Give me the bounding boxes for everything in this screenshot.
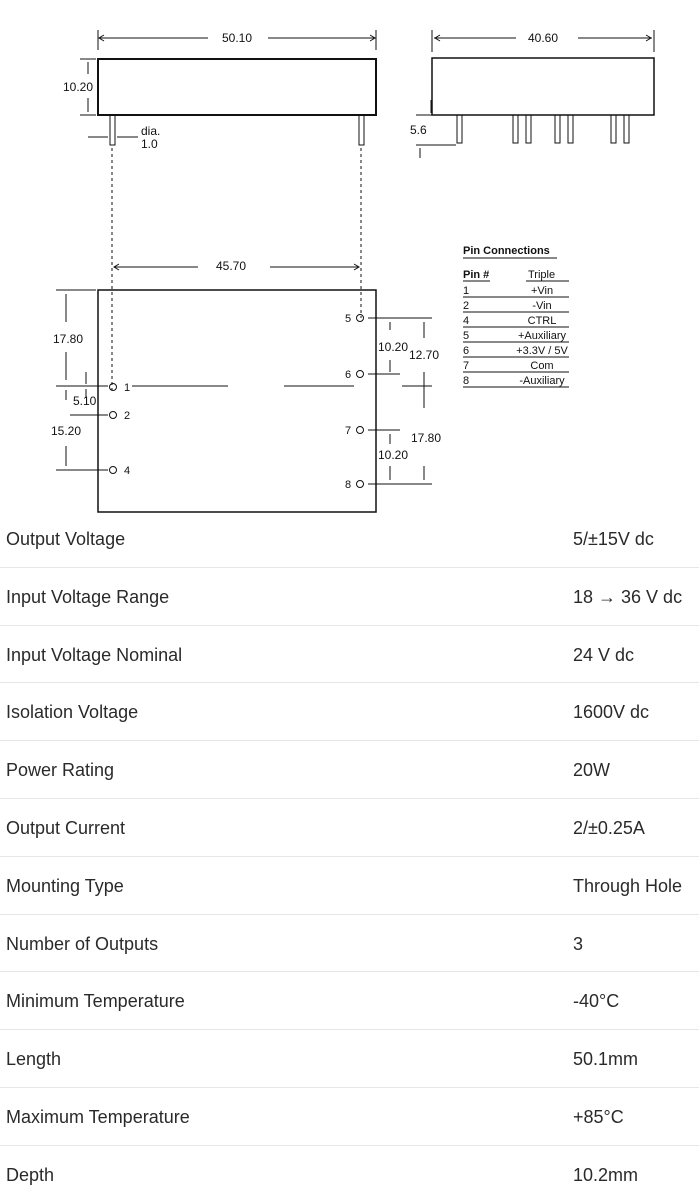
- pin-label-2: 2: [124, 410, 130, 422]
- spec-row: Depth 10.2mm: [0, 1146, 699, 1204]
- spec-row: Number of Outputs 3: [0, 915, 699, 973]
- spec-value: 24 V dc: [573, 644, 635, 665]
- pin-2-hole: [109, 411, 117, 419]
- pin-table-row-pin: 7: [463, 360, 469, 372]
- dim-pin-span: 45.70: [216, 259, 246, 273]
- pin-4-hole: [109, 466, 117, 474]
- pin-6-hole: [356, 370, 364, 378]
- pin-table-header-pin: Pin #: [463, 269, 489, 281]
- pin-table-row-function: +3.3V / 5V: [516, 345, 568, 357]
- pin-8-hole: [356, 480, 364, 488]
- pin-table-row-pin: 1: [463, 285, 469, 297]
- dim-right-10-20-b: 10.20: [378, 448, 408, 462]
- spec-label: Isolation Voltage: [6, 702, 139, 723]
- spec-row: Maximum Temperature +85°C: [0, 1088, 699, 1146]
- spec-label: Minimum Temperature: [6, 991, 185, 1012]
- pin-table-row-function: -Auxiliary: [519, 375, 565, 387]
- dim-pin-length: 5.6: [410, 123, 427, 137]
- pin-table-row-function: CTRL: [528, 315, 557, 327]
- spec-list: Output Voltage 5/±15V dc Input Voltage Ran…: [0, 510, 699, 1204]
- spec-label: Length: [6, 1049, 62, 1070]
- dim-side-width: 40.60: [528, 31, 558, 45]
- module-side-view: [97, 58, 377, 116]
- spec-value: 2/±0.25A: [573, 817, 645, 838]
- spec-label: Output Voltage: [6, 529, 126, 549]
- spec-value: 10.2mm: [573, 1164, 639, 1185]
- pin-table-row-function: +Vin: [531, 285, 553, 297]
- spec-label: Depth: [6, 1164, 55, 1185]
- pin-label-5: 5: [345, 313, 351, 325]
- pin-1-hole: [109, 383, 117, 391]
- pin-label-8: 8: [345, 479, 351, 491]
- pin-table-header-func: Triple: [528, 269, 555, 281]
- dim-right-10-20-a: 10.20: [378, 340, 408, 354]
- pin-5-hole: [356, 314, 364, 322]
- pin-table-row-pin: 4: [463, 315, 469, 327]
- pin-table-row-function: -Vin: [532, 300, 551, 312]
- spec-value: 5/±15V dc: [573, 529, 654, 549]
- pin-label-4: 4: [124, 465, 130, 477]
- pin-table-row-pin: 8: [463, 375, 469, 387]
- spec-value: 18 → 36 V dc: [573, 586, 683, 607]
- module-end-view: [431, 57, 655, 116]
- spec-value: 1600V dc: [573, 702, 650, 723]
- spec-row: Power Rating 20W: [0, 741, 699, 799]
- spec-row: Length 50.1mm: [0, 1030, 699, 1088]
- mechanical-drawing: 50.10 40.60 10.20 5.6 dia. 1.0 45.70 17.…: [51, 30, 655, 513]
- dim-left-5-10: 5.10: [73, 394, 97, 408]
- dim-dia-value: 1.0: [141, 137, 158, 151]
- dim-dia-label: dia.: [141, 124, 160, 138]
- pin-label-6: 6: [345, 369, 351, 381]
- spec-row: Output Current 2/±0.25A: [0, 799, 699, 857]
- pin-7-hole: [356, 426, 364, 434]
- dim-right-12-70: 12.70: [409, 348, 439, 362]
- spec-row: Output Voltage 5/±15V dc: [0, 510, 699, 568]
- module-top-view: [97, 289, 377, 513]
- spec-value: -40°C: [573, 991, 620, 1012]
- spec-label: Input Voltage Nominal: [6, 644, 183, 665]
- pin-label-1: 1: [124, 382, 130, 394]
- spec-label: Mounting Type: [6, 875, 124, 896]
- pin-table-row-function: Com: [530, 360, 553, 372]
- spec-label: Number of Outputs: [6, 933, 159, 954]
- spec-label: Maximum Temperature: [6, 1106, 190, 1127]
- pin-table-row-pin: 5: [463, 330, 469, 342]
- spec-row: Mounting Type Through Hole: [0, 857, 699, 915]
- spec-label: Power Rating: [6, 760, 115, 781]
- spec-label: Input Voltage Range: [6, 586, 170, 607]
- spec-value: 20W: [573, 760, 611, 781]
- dim-height: 10.20: [63, 80, 93, 94]
- dim-left-17-80: 17.80: [53, 332, 83, 346]
- pin-left-side: [109, 114, 116, 146]
- spec-value: +85°C: [573, 1106, 624, 1127]
- dim-top-length: 50.10: [222, 31, 252, 45]
- spec-row: Input Voltage Range 18 → 36 V dc: [0, 568, 699, 626]
- pin-right-side: [358, 114, 365, 146]
- spec-label: Output Current: [6, 817, 126, 838]
- pin-label-7: 7: [345, 425, 351, 437]
- pin-table-title: Pin Connections: [463, 245, 550, 257]
- pin-table-row-pin: 2: [463, 300, 469, 312]
- spec-value: 50.1mm: [573, 1049, 639, 1070]
- pin-table-row-function: +Auxiliary: [518, 330, 566, 342]
- dim-right-17-80: 17.80: [411, 431, 441, 445]
- dim-left-15-20: 15.20: [51, 424, 81, 438]
- spec-value: Through Hole: [573, 875, 683, 896]
- spec-value: 3: [573, 933, 584, 954]
- spec-row: Isolation Voltage 1600V dc: [0, 683, 699, 742]
- spec-row: Minimum Temperature -40°C: [0, 972, 699, 1031]
- pin-table-row-pin: 6: [463, 345, 469, 357]
- spec-row: Input Voltage Nominal 24 V dc: [0, 626, 699, 684]
